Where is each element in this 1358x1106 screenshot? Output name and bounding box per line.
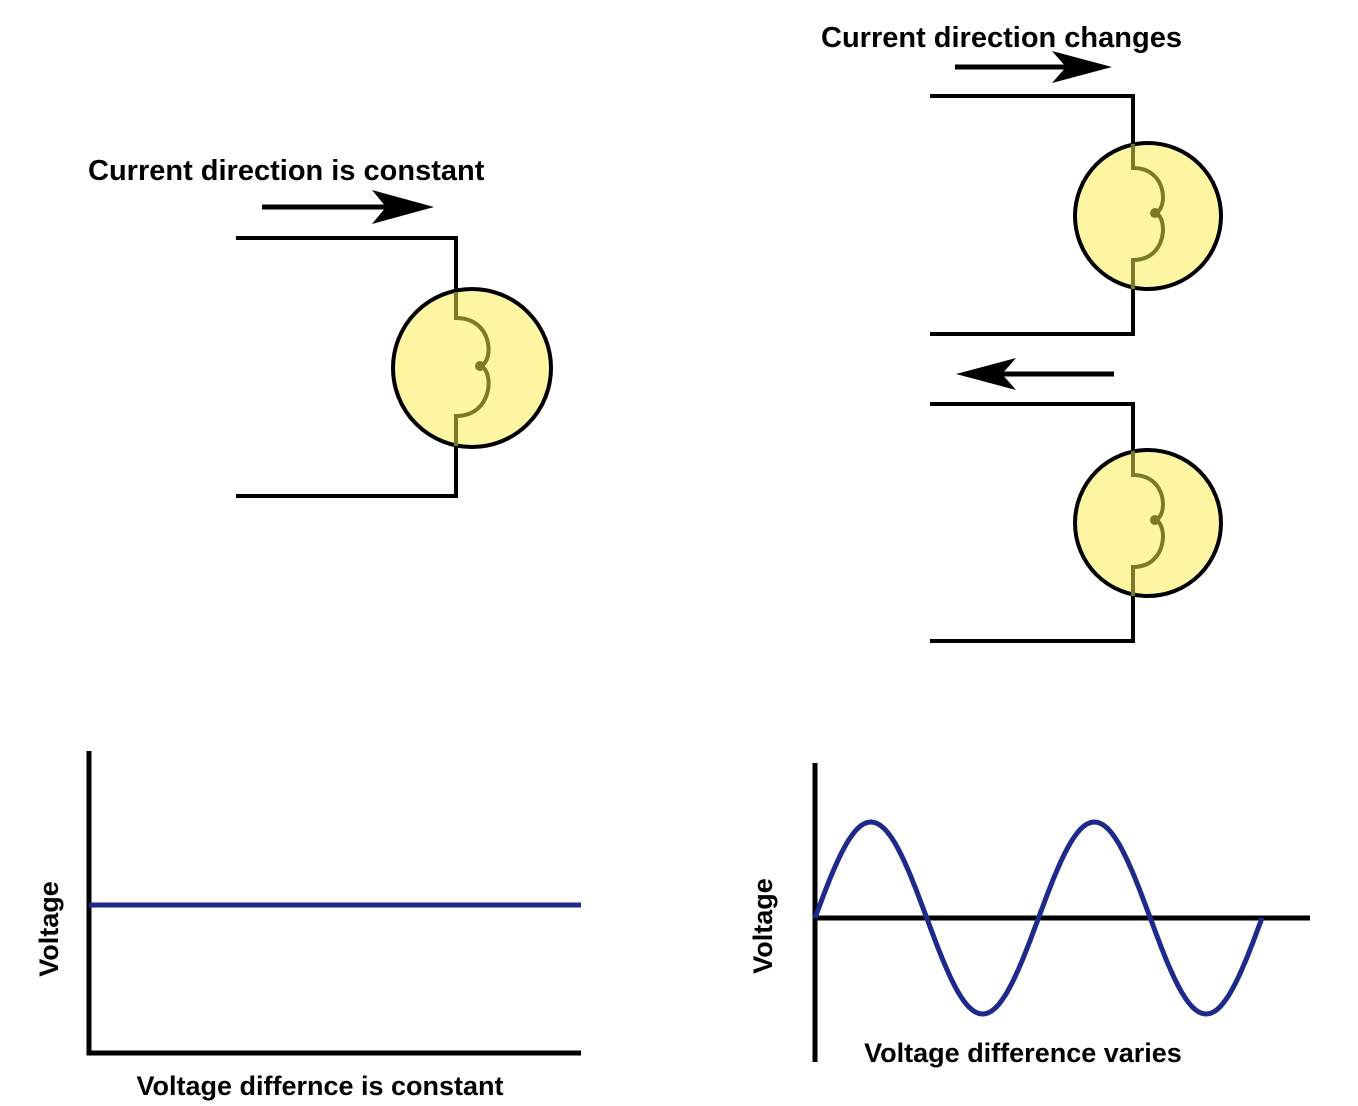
ac-current-label: Current direction changes (821, 22, 1182, 54)
ac-graph-ylabel: Voltage (748, 878, 778, 974)
ac-bottom-lightbulb-icon (1073, 448, 1223, 598)
ac-voltage-graph: Voltage Voltage difference varies (748, 763, 1310, 1068)
dc-graph-axes (86, 751, 581, 1056)
ac-graph-xlabel: Voltage difference varies (864, 1038, 1182, 1068)
ac-circuit: Current direction changes (821, 22, 1223, 643)
ac-voltage-trace (812, 819, 1265, 1017)
dc-voltage-graph: Voltage Voltage differnce is constant (34, 751, 581, 1101)
ac-arrow-left-icon (956, 358, 1114, 390)
dc-lightbulb-icon (391, 287, 553, 449)
dc-graph-ylabel: Voltage (34, 881, 64, 977)
dc-arrow-right-icon (262, 190, 434, 224)
dc-circuit: Current direction is constant (88, 155, 553, 498)
ac-top-lightbulb-icon (1073, 141, 1223, 291)
ac-arrow-right-icon (955, 51, 1112, 83)
dc-current-label: Current direction is constant (88, 155, 485, 187)
dc-graph-xlabel: Voltage differnce is constant (136, 1071, 503, 1101)
